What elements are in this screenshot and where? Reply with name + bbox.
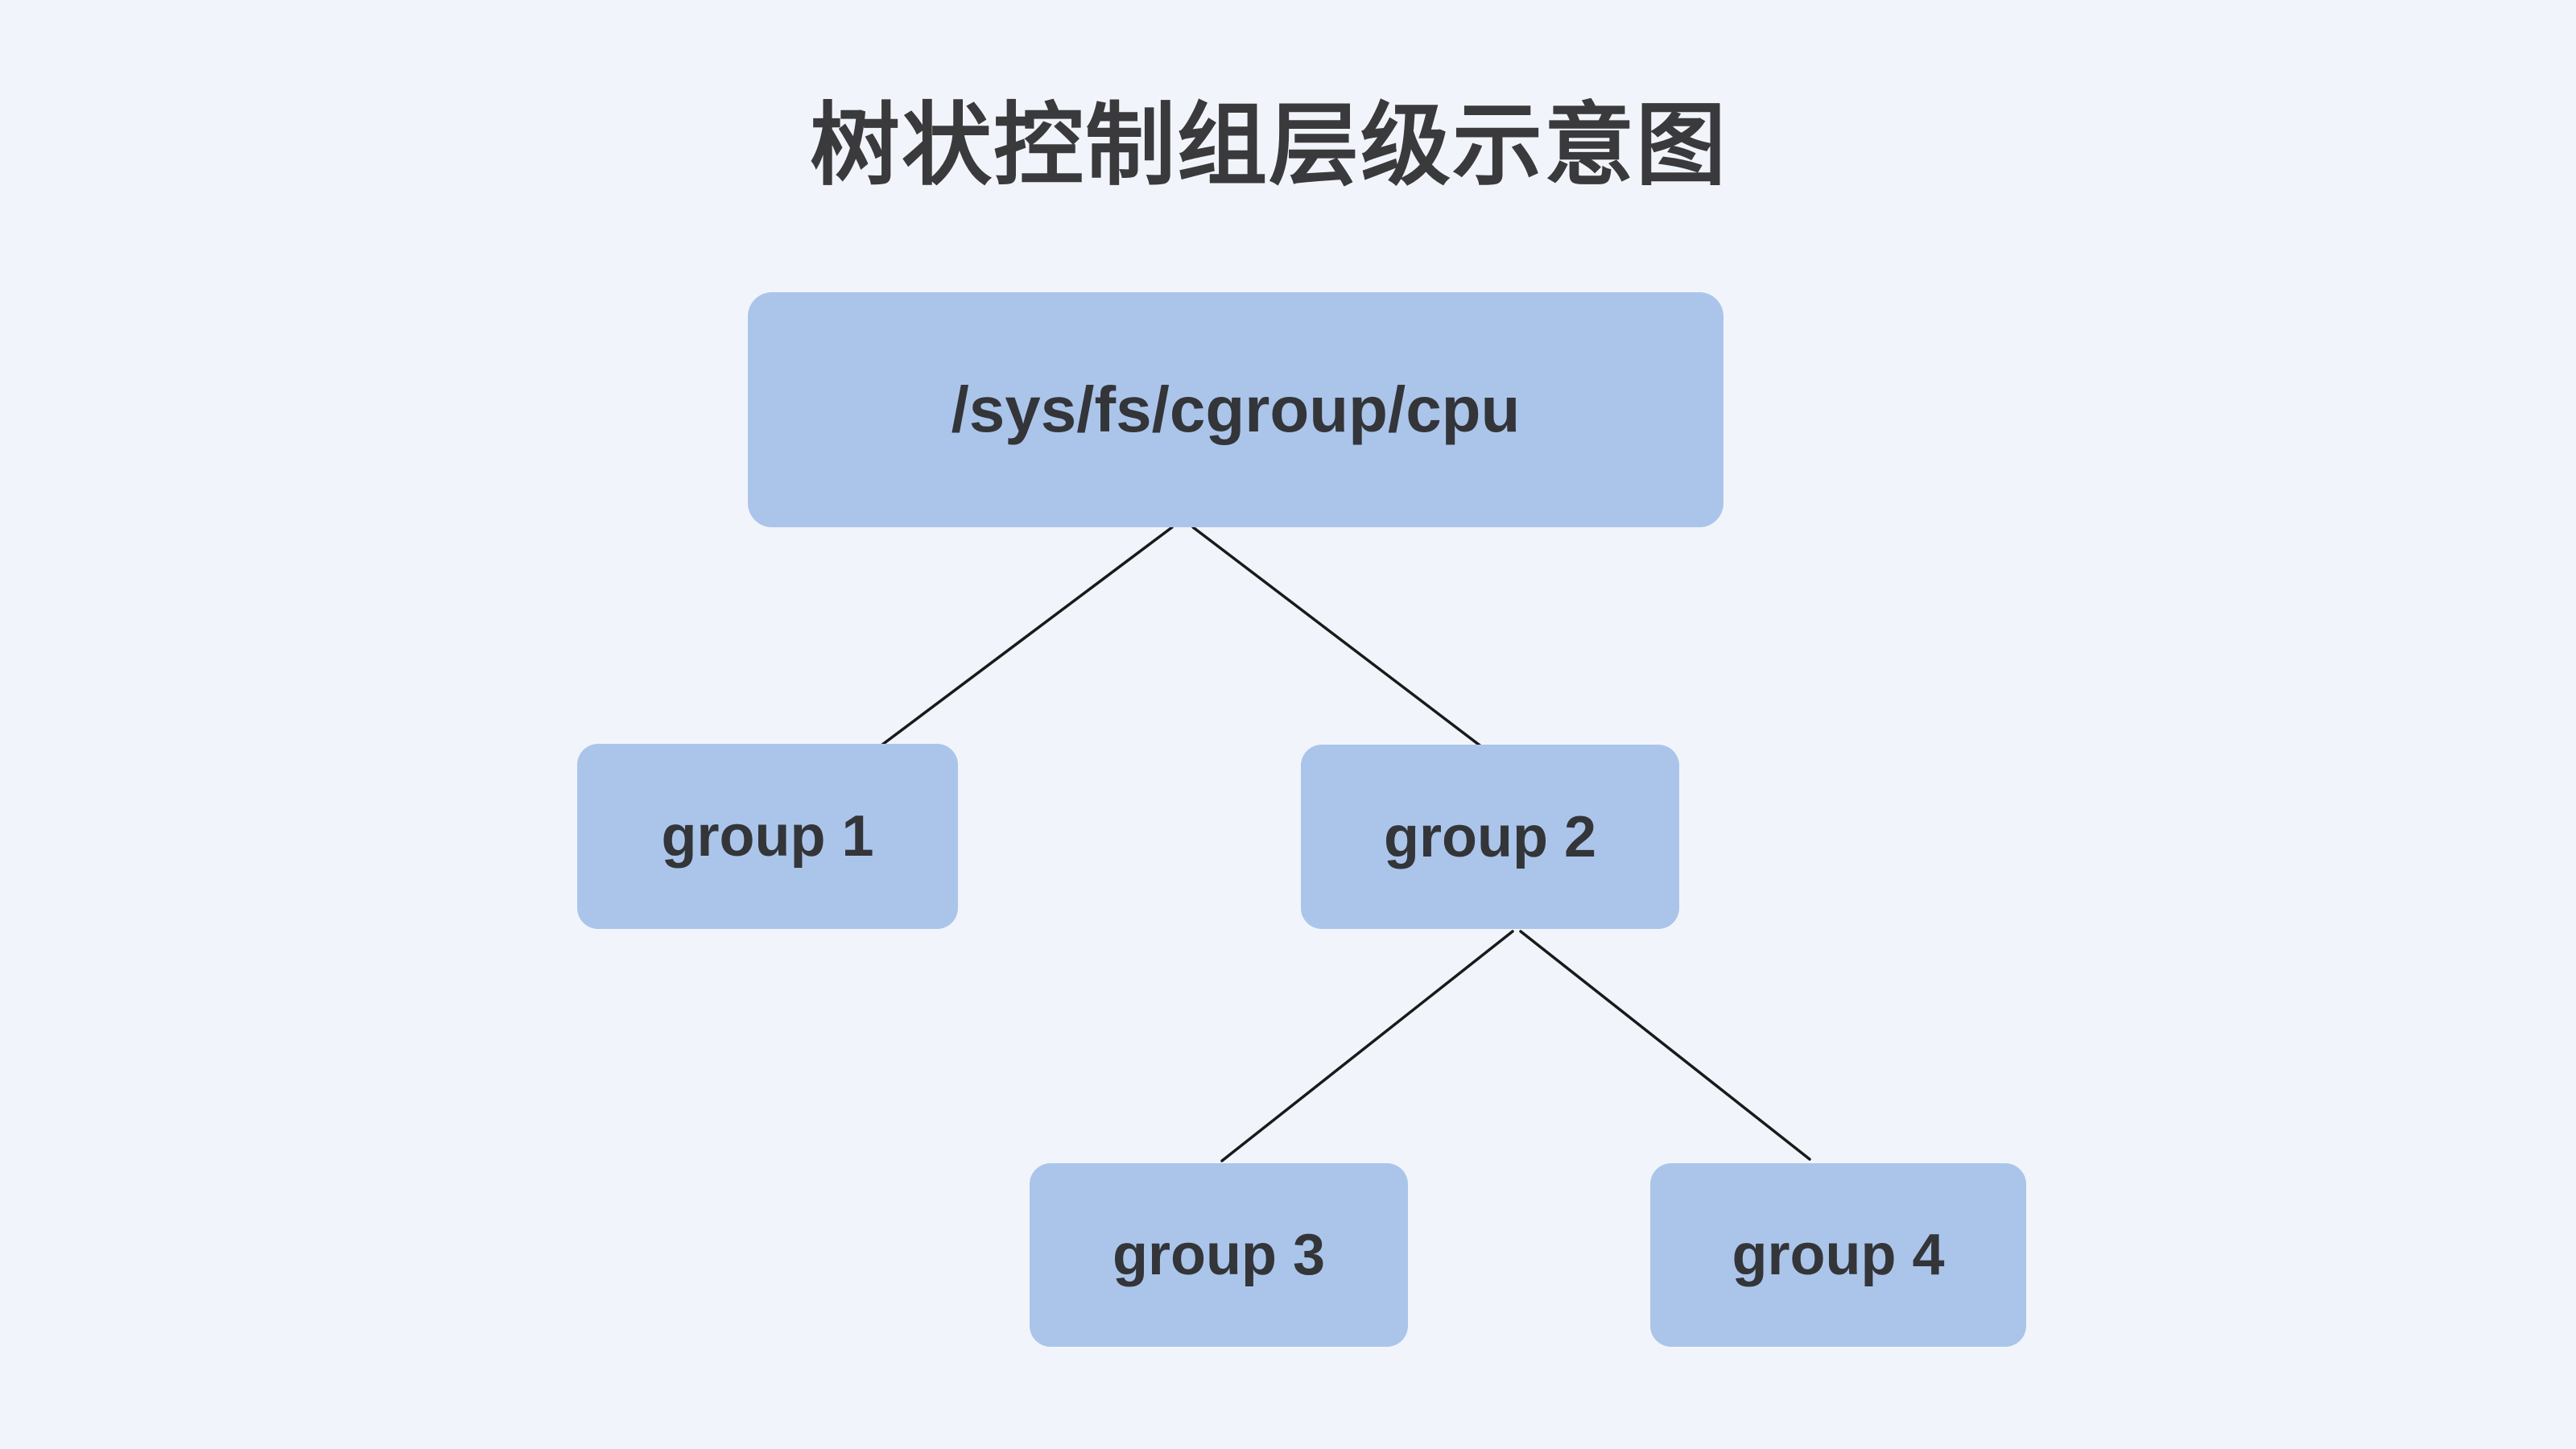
edge-group2-group3 — [1220, 930, 1514, 1162]
node-group3-label: group 3 — [1113, 1223, 1325, 1287]
node-root-label: /sys/fs/cgroup/cpu — [951, 374, 1521, 445]
node-group1: group 1 — [577, 744, 958, 929]
edge-root-group1 — [877, 526, 1174, 749]
diagram-title: 树状控制组层级示意图 — [810, 95, 1728, 196]
node-group1-label: group 1 — [661, 804, 874, 869]
node-group2: group 2 — [1301, 745, 1679, 929]
node-group4: group 4 — [1650, 1163, 2026, 1347]
node-root-cgroup-cpu: /sys/fs/cgroup/cpu — [748, 292, 1724, 527]
edge-group2-group4 — [1519, 930, 1811, 1161]
node-group4-label: group 4 — [1732, 1223, 1945, 1287]
node-group2-label: group 2 — [1384, 804, 1596, 869]
node-group3: group 3 — [1030, 1163, 1408, 1347]
edge-root-group2 — [1191, 526, 1484, 749]
